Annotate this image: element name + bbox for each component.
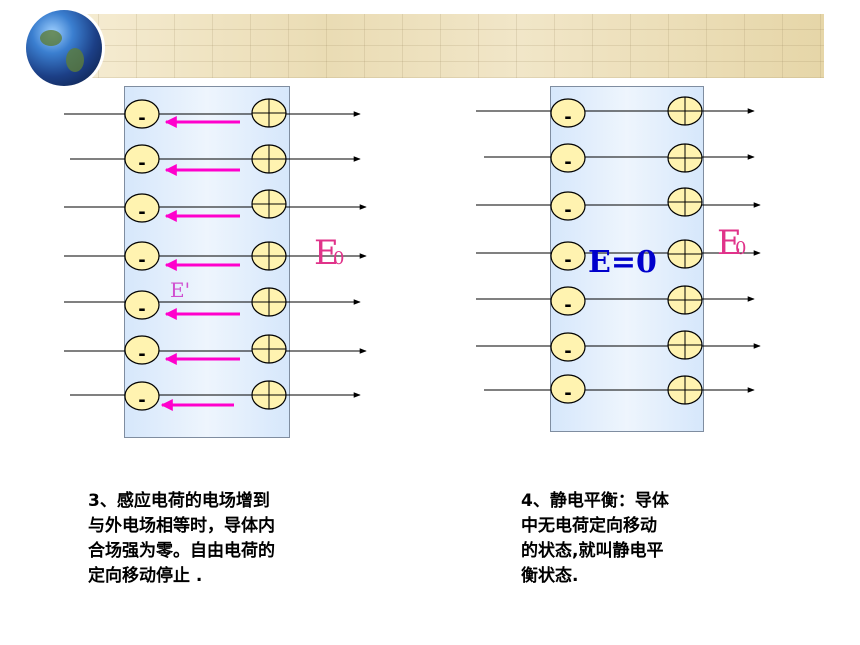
positive-charge (667, 96, 703, 126)
negative-charge: - (124, 144, 160, 174)
e-prime-label: E' (170, 278, 190, 302)
caption-left-line: 合场强为零。自由电荷的 (88, 541, 275, 561)
negative-charge: - (124, 335, 160, 365)
positive-charge (251, 189, 287, 219)
positive-charge (667, 375, 703, 405)
positive-charge (251, 241, 287, 271)
caption-right-line: 4、静电平衡：导体 (521, 491, 669, 511)
positive-charge (251, 334, 287, 364)
caption-left-line: 定向移动停止 . (88, 566, 203, 586)
svg-text:-: - (564, 200, 571, 221)
negative-charge: - (550, 143, 586, 173)
svg-text:-: - (564, 107, 571, 128)
positive-charge (667, 239, 703, 269)
positive-charge (251, 144, 287, 174)
positive-charge (251, 98, 287, 128)
svg-text:-: - (564, 383, 571, 404)
svg-text:-: - (564, 295, 571, 316)
e0-label-left: E (314, 233, 339, 273)
caption-right-line: 中无电荷定向移动 (521, 516, 657, 536)
negative-charge: - (124, 381, 160, 411)
negative-charge: - (124, 99, 160, 129)
negative-charge: - (550, 98, 586, 128)
positive-charge (251, 380, 287, 410)
caption-left: 3、感应电荷的电场增到 与外电场相等时，导体内 合场强为零。自由电荷的 定向移动… (88, 489, 388, 589)
svg-text:-: - (138, 250, 145, 271)
header-banner (60, 14, 824, 78)
svg-text:-: - (138, 202, 145, 223)
e-zero-label: E=0 (588, 245, 657, 280)
positive-charge (667, 143, 703, 173)
negative-charge: - (550, 241, 586, 271)
negative-charge: - (550, 286, 586, 316)
caption-right-line: 衡状态. (521, 566, 579, 586)
right-negative-charges: - - - - - - - (550, 98, 586, 404)
positive-charge (667, 285, 703, 315)
svg-text:-: - (138, 153, 145, 174)
negative-charge: - (124, 290, 160, 320)
e0-sub-right: 0 (735, 238, 746, 259)
negative-charge: - (124, 241, 160, 271)
caption-left-line: 与外电场相等时，导体内 (88, 516, 275, 536)
svg-text:-: - (138, 344, 145, 365)
negative-charge: - (550, 332, 586, 362)
svg-text:-: - (138, 108, 145, 129)
svg-text:-: - (564, 341, 571, 362)
left-positive-charges (251, 98, 287, 410)
svg-text:-: - (564, 152, 571, 173)
globe-icon (26, 10, 102, 86)
negative-charge: - (124, 193, 160, 223)
left-field-lines (64, 111, 367, 398)
e0-label-right: E (717, 223, 742, 263)
positive-charge (667, 187, 703, 217)
svg-text:-: - (564, 250, 571, 271)
positive-charge (251, 287, 287, 317)
positive-charge (667, 330, 703, 360)
right-field-lines (476, 108, 761, 393)
caption-right-line: 的状态,就叫静电平 (521, 541, 664, 561)
caption-left-line: 3、感应电荷的电场增到 (88, 491, 270, 511)
e0-sub-left: 0 (333, 248, 344, 269)
negative-charge: - (550, 191, 586, 221)
left-induced-arrows (160, 116, 240, 411)
caption-right: 4、静电平衡：导体 中无电荷定向移动 的状态,就叫静电平 衡状态. (521, 489, 761, 589)
negative-charge: - (550, 374, 586, 404)
svg-text:-: - (138, 299, 145, 320)
svg-text:-: - (138, 390, 145, 411)
right-positive-charges (667, 96, 703, 405)
left-negative-charges: - - - - - - - (124, 99, 160, 411)
